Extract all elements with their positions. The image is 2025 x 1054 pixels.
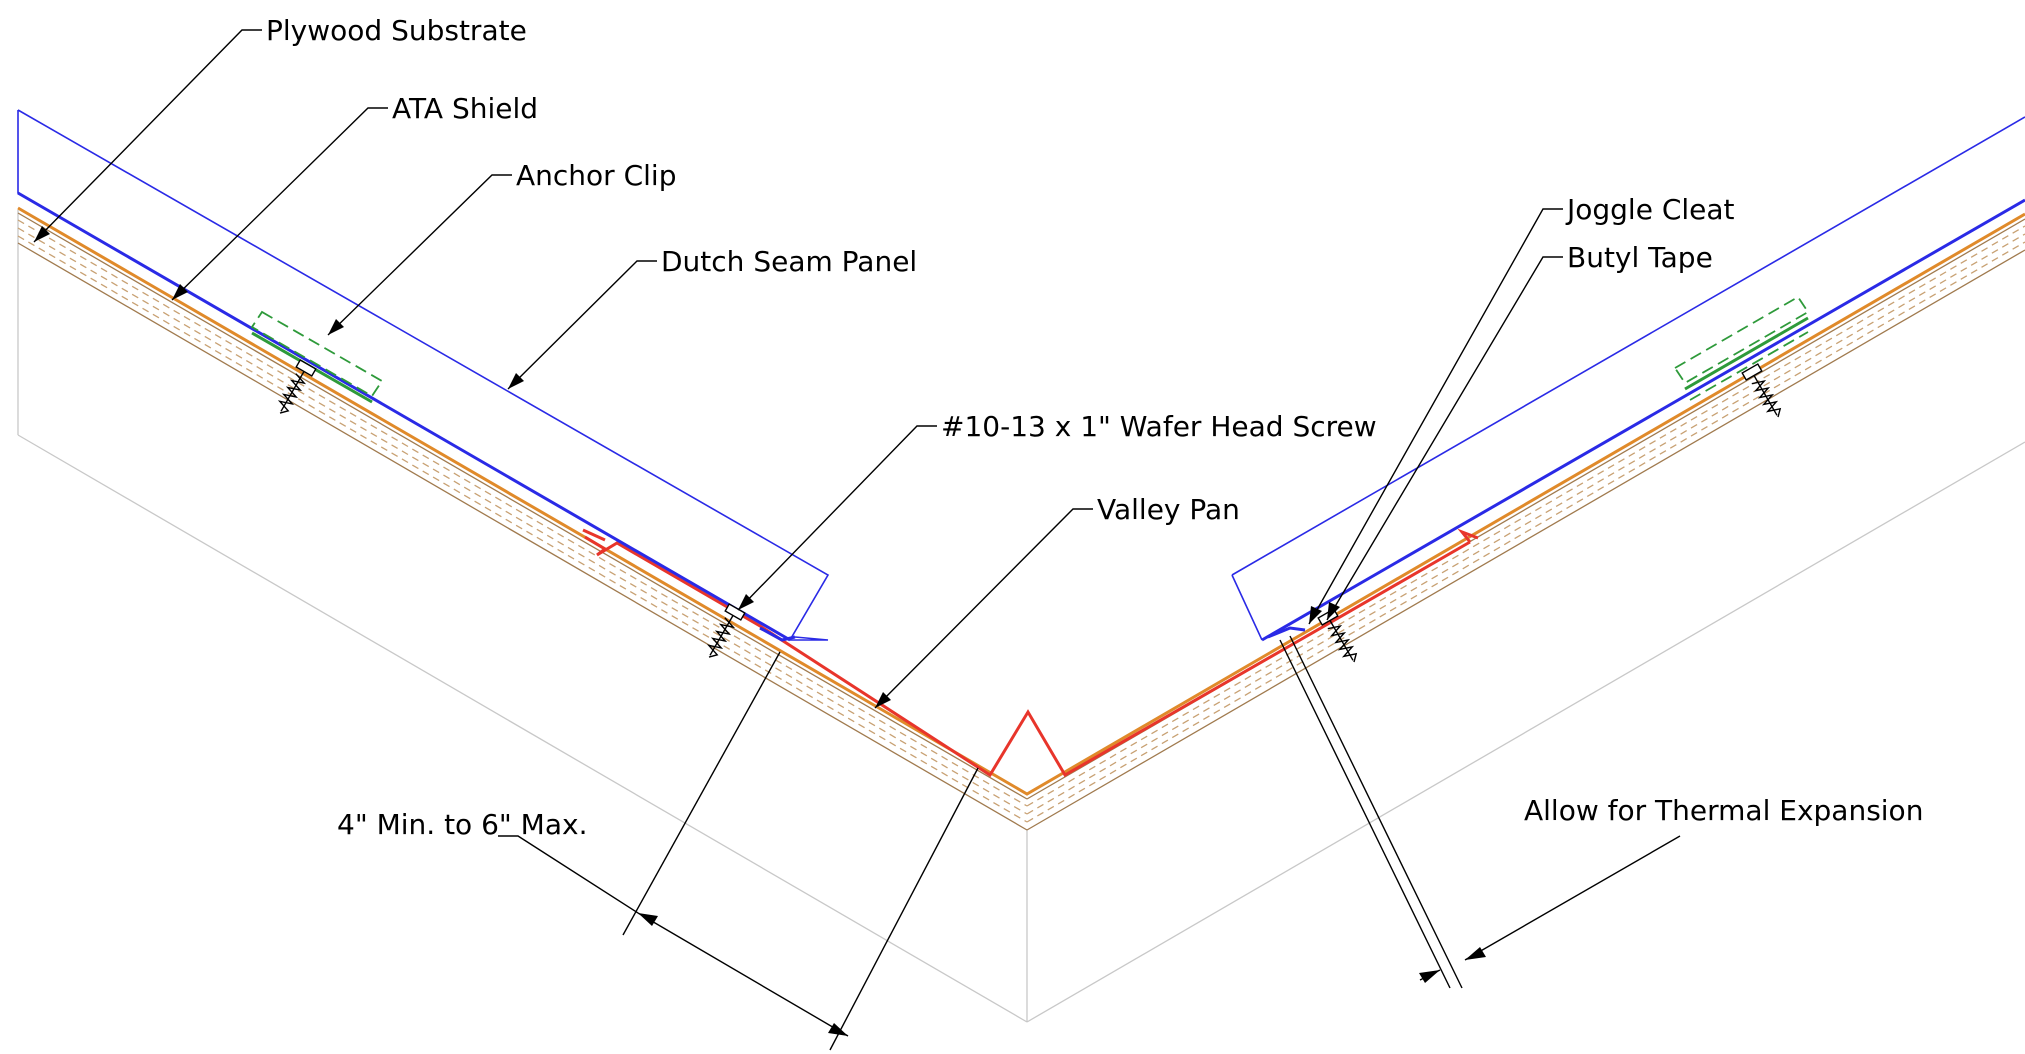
label-wafer-head-screw: #10-13 x 1" Wafer Head Screw: [941, 410, 1377, 443]
label-joggle-cleat: Joggle Cleat: [1565, 193, 1735, 226]
ata-shield: [17, 206, 2025, 796]
leader-dutch-seam-panel: [507, 260, 657, 390]
leader-plywood-substrate: [33, 29, 262, 243]
leader-joggle-cleat: [1308, 208, 1563, 625]
label-dutch-seam-panel: Dutch Seam Panel: [661, 245, 917, 278]
label-thermal-expansion: Allow for Thermal Expansion: [1524, 794, 1923, 827]
label-plywood-substrate: Plywood Substrate: [266, 14, 527, 47]
leader-anchor-clip: [327, 174, 512, 336]
leader-butyl-tape: [1326, 256, 1563, 621]
screw-anchor-right: [1741, 363, 1782, 418]
screw-anchor-left: [277, 359, 317, 414]
leader-valley-pan: [874, 508, 1093, 709]
label-valley-pan: Valley Pan: [1097, 493, 1240, 526]
anchor-clip-right: [1673, 295, 1810, 401]
dutch-seam-panel-right: [1231, 116, 2025, 642]
dimension-thermal-expansion: [1279, 635, 1681, 989]
dutch-seam-panel-left: [17, 109, 830, 642]
label-ata-shield: ATA Shield: [392, 92, 538, 125]
leader-wafer-head-screw: [737, 425, 937, 611]
label-anchor-clip: Anchor Clip: [516, 159, 676, 192]
plywood-substrate: [17, 212, 2025, 831]
label-butyl-tape: Butyl Tape: [1567, 241, 1713, 274]
dimension-4-6-in: [498, 651, 979, 1051]
screw-valley-left: [706, 603, 746, 658]
valley-pan: [582, 528, 1479, 778]
leader-ata-shield: [171, 107, 388, 301]
label-dimension: 4" Min. to 6" Max.: [337, 808, 587, 841]
roof-structure-outline: [17, 210, 2025, 1023]
